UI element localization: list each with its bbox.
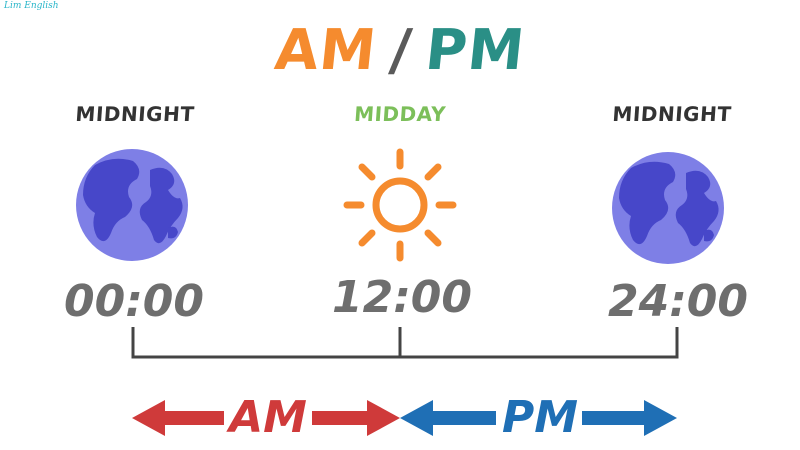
- time-midday: 12:00: [331, 272, 473, 323]
- globe-icon: [76, 149, 188, 261]
- pm-arrow-left: [400, 400, 496, 436]
- watermark: Lim English: [4, 1, 59, 11]
- pm-arrow-label: PM: [502, 392, 578, 443]
- pm-arrow: [400, 400, 677, 436]
- pm-arrow-right: [582, 400, 677, 436]
- time-start: 00:00: [63, 276, 205, 327]
- sun-icon: [343, 148, 457, 262]
- am-arrow-left: [132, 400, 224, 436]
- globe-icon: [612, 152, 724, 264]
- am-arrow-right: [312, 400, 400, 436]
- am-arrow: [132, 400, 400, 436]
- am-arrow-label: AM: [226, 392, 307, 443]
- timeline: [131, 327, 679, 359]
- time-end: 24:00: [607, 276, 749, 327]
